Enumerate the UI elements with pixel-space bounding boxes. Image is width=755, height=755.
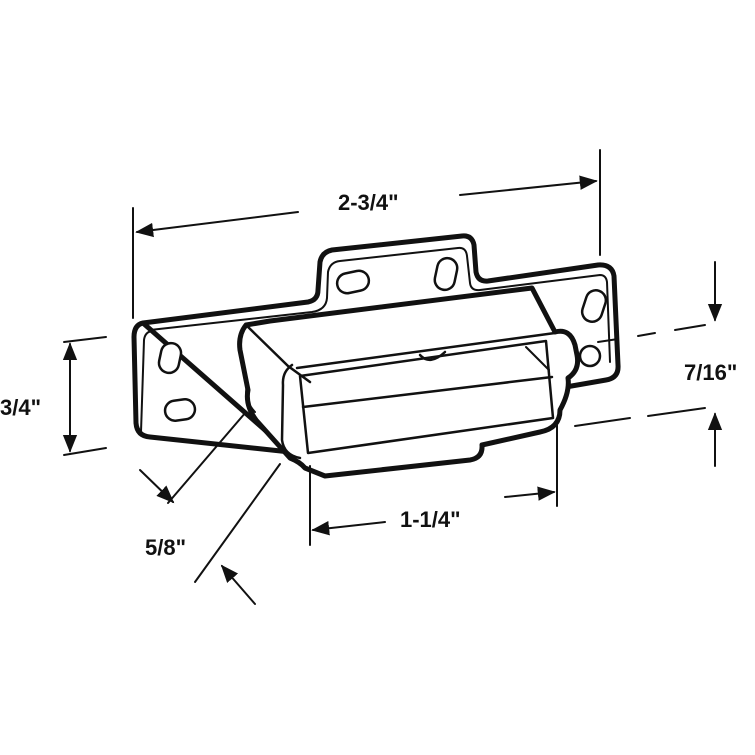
overall-length-label: 2-3/4"	[338, 190, 399, 215]
housing	[237, 285, 581, 479]
depth-label: 5/8"	[145, 535, 187, 560]
offset-label: 7/16"	[684, 360, 738, 385]
height-label: 3/4"	[0, 395, 42, 420]
opening-width-label: 1-1/4"	[400, 507, 461, 532]
mounting-slot-icons	[157, 256, 608, 422]
